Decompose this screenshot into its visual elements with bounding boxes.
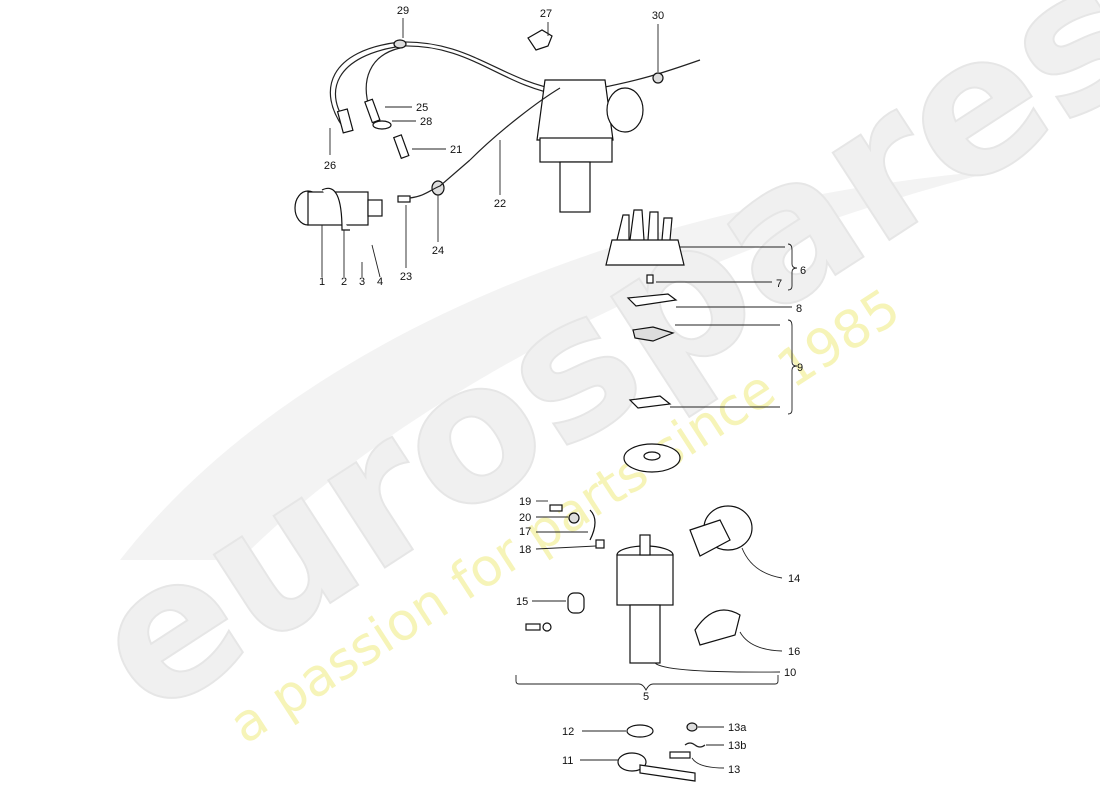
- callout-1: 1: [319, 276, 325, 288]
- callout-20: 20: [519, 512, 531, 524]
- condenser-screw: [525, 623, 541, 631]
- callout-15: 15: [516, 596, 528, 608]
- housing-10: [616, 554, 674, 606]
- callout-27: 27: [540, 8, 552, 20]
- callout-29: 29: [397, 5, 409, 17]
- distributor-shaft: [559, 161, 591, 213]
- callout-18: 18: [519, 544, 531, 556]
- connector-23: [397, 195, 411, 203]
- connector-27: [527, 29, 553, 51]
- callout-19: 19: [519, 496, 531, 508]
- clamp-group: [617, 722, 706, 782]
- callout-13: 13: [728, 764, 740, 776]
- spark-plug-connector-26: [336, 108, 354, 134]
- callout-21: 21: [450, 144, 462, 156]
- callout-7: 7: [776, 278, 782, 290]
- vacuum-unit: [606, 87, 644, 133]
- callout-13a: 13a: [728, 722, 747, 734]
- vacuum-bracket: [689, 519, 731, 557]
- distributor-exploded: [605, 209, 685, 473]
- housing-shaft: [629, 604, 661, 664]
- callout-4: 4: [377, 276, 383, 288]
- carbon-brush-7: [646, 274, 654, 284]
- clamp-11: [617, 752, 647, 772]
- wire-clip-29: [393, 39, 407, 49]
- clamp-arm: [639, 764, 696, 782]
- grommet-30: [652, 72, 664, 84]
- callout-16: 16: [788, 646, 800, 658]
- ignition-harness: [294, 29, 701, 231]
- seal-ring-12: [626, 724, 654, 738]
- bracket-6: [787, 243, 798, 291]
- bracket-5: [515, 675, 779, 692]
- nut-13a: [686, 722, 698, 732]
- spark-plug-connector-25: [364, 98, 381, 124]
- bracket-9: [787, 319, 798, 415]
- callout-28: 28: [420, 116, 432, 128]
- centrifugal-weights-16: [694, 609, 741, 646]
- bolt-13: [669, 751, 691, 759]
- callout-13b: 13b: [728, 740, 746, 752]
- callout-24: 24: [432, 245, 444, 257]
- contact-breaker-9: [632, 326, 675, 342]
- callout-8: 8: [796, 303, 802, 315]
- callout-23: 23: [400, 271, 412, 283]
- callout-5: 5: [643, 691, 649, 703]
- callout-6: 6: [800, 265, 806, 277]
- callout-30: 30: [652, 10, 664, 22]
- rotor-8: [626, 293, 678, 307]
- condenser-washer: [542, 622, 552, 632]
- callout-22: 22: [494, 198, 506, 210]
- callout-26: 26: [324, 160, 336, 172]
- distributor-body: [539, 137, 613, 163]
- callout-3: 3: [359, 276, 365, 288]
- clamp-17: [589, 509, 596, 541]
- coil-bracket: [321, 187, 350, 231]
- breaker-plate-9: [628, 395, 672, 409]
- leader-lines: [321, 18, 798, 769]
- spark-plug-21: [392, 134, 410, 160]
- drive-shaft: [639, 534, 651, 556]
- condenser-15: [567, 592, 585, 614]
- distributor-cap-6: [605, 239, 685, 266]
- callout-17: 17: [519, 526, 531, 538]
- watermark-swoosh: [120, 170, 1000, 560]
- callout-11: 11: [562, 755, 573, 767]
- distributor-cap-towers: [616, 209, 673, 241]
- callout-2: 2: [341, 276, 347, 288]
- washer-13b: [684, 742, 706, 748]
- distributor-housing-group: [525, 504, 753, 664]
- clip-18: [595, 539, 605, 549]
- distributor-cap-assembly: [536, 79, 614, 141]
- washer-20: [568, 512, 580, 524]
- grommet-24: [431, 180, 445, 196]
- bolt-19: [549, 504, 563, 512]
- callout-12: 12: [562, 726, 574, 738]
- callout-14: 14: [788, 573, 800, 585]
- callout-25: 25: [416, 102, 428, 114]
- callout-10: 10: [784, 667, 796, 679]
- seal-28: [372, 120, 392, 130]
- coil-terminal: [367, 199, 383, 217]
- callouts: 1 2 3 4 5 6 7 8 9 10 11 12 13 13a 13b 14…: [319, 5, 806, 776]
- callout-9: 9: [797, 362, 803, 374]
- base-plate-hole: [643, 451, 661, 461]
